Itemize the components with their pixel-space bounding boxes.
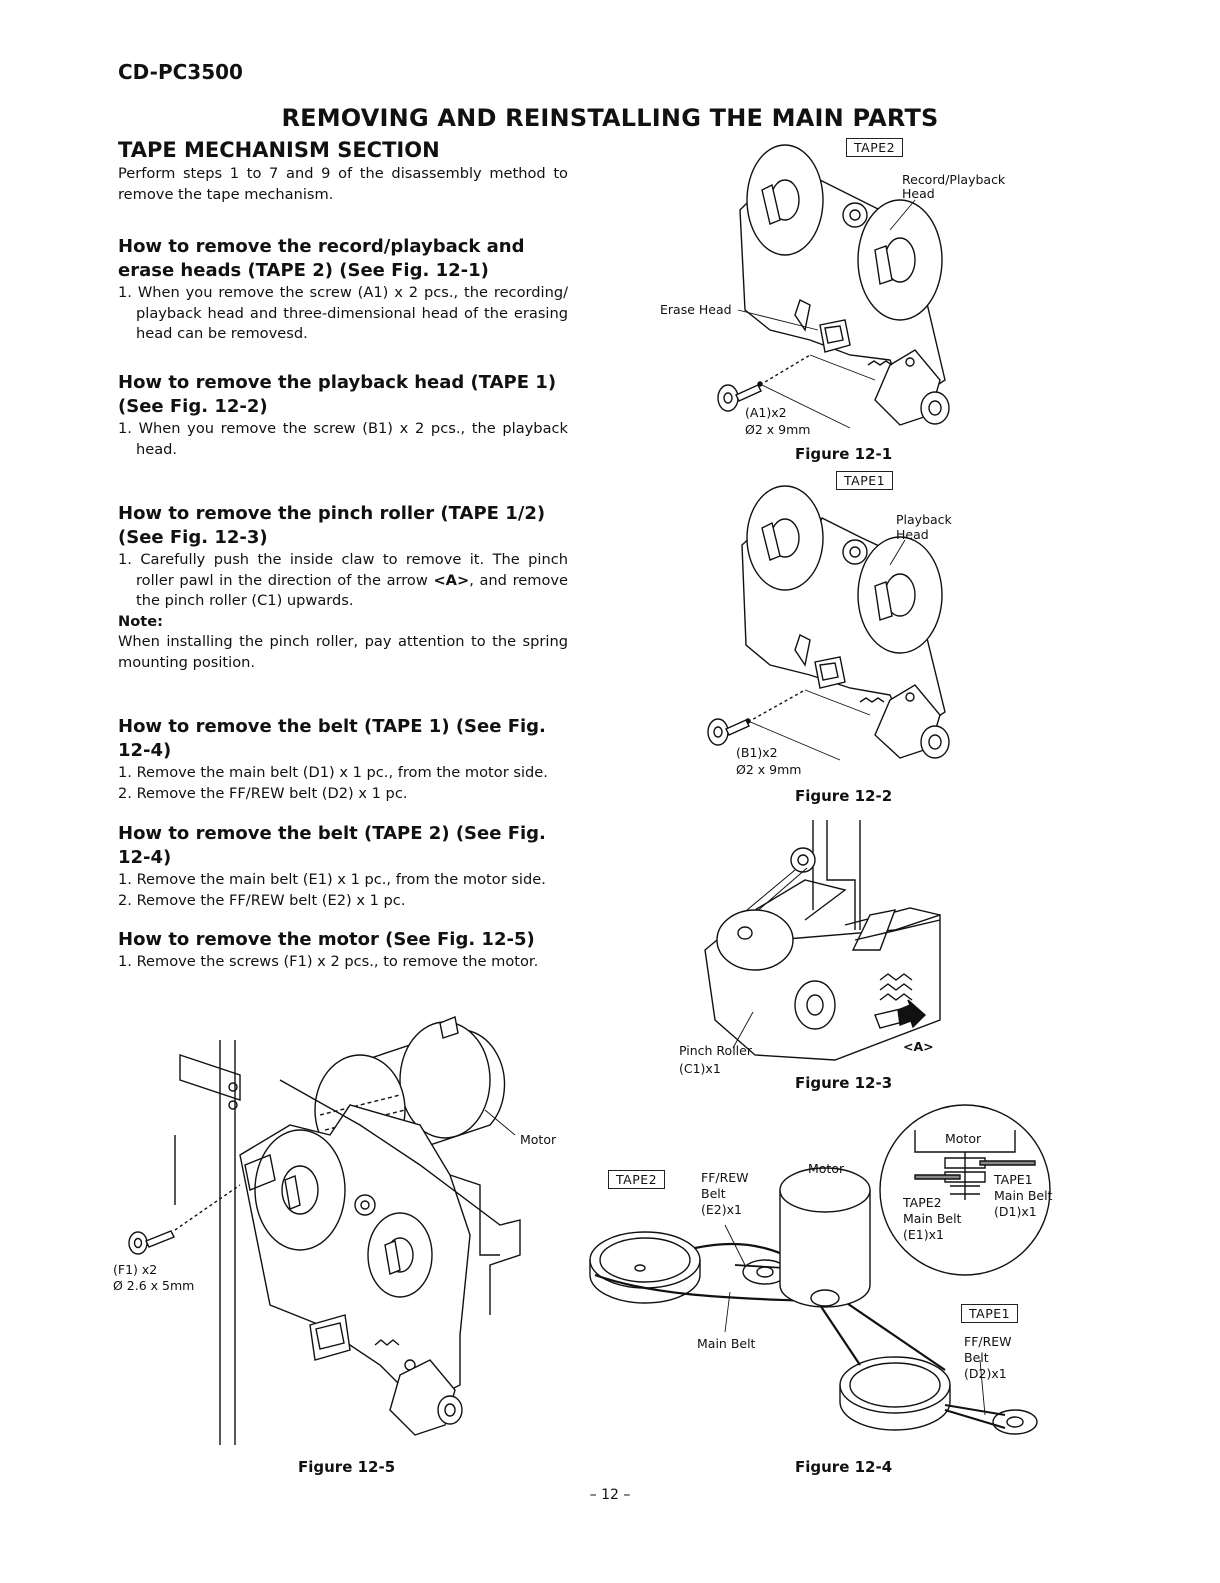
procedure-step: 2. Remove the FF/REW belt (E2) x 1 pc. — [118, 891, 406, 909]
label-pinch-roller-qty: (C1)x1 — [679, 1061, 721, 1076]
label-pinch-roller: Pinch Roller — [679, 1043, 752, 1058]
note-text: When installing the pinch roller, pay at… — [118, 633, 568, 671]
label-main-belt: Main Belt — [697, 1336, 756, 1351]
procedure-title: How to remove the playback head (TAPE 1)… — [118, 372, 557, 417]
label-screw-size: Ø 2.6 x 5mm — [113, 1278, 195, 1293]
section-intro: Perform steps 1 to 7 and 9 of the disass… — [118, 165, 568, 203]
label-motor: Motor — [520, 1132, 557, 1147]
note-label: Note: — [118, 612, 163, 630]
procedure-step: 1. When you remove the screw (B1) x 2 pc… — [118, 420, 568, 458]
label-playback-head: Playback — [896, 512, 952, 527]
procedure-step: 1. Remove the main belt (E1) x 1 pc., fr… — [118, 871, 546, 888]
label-ffrew-belt-e2: FF/REW — [701, 1170, 749, 1185]
page-number: – 12 – — [589, 1487, 631, 1503]
label-screw-b1: (B1)x2 — [736, 745, 778, 760]
label-screw-f1: (F1) x2 — [113, 1262, 158, 1277]
label-arrow-a: <A> — [903, 1039, 934, 1054]
label-inset-main-belt: Main Belt — [994, 1188, 1053, 1203]
label-head: Head — [902, 186, 935, 201]
figure-12-5-drawing — [120, 1005, 540, 1445]
label-inset-tape2: TAPE2 — [903, 1195, 942, 1210]
label-erase-head: Erase Head — [660, 302, 732, 317]
section-title: TAPE MECHANISM SECTION — [118, 138, 440, 162]
procedure-motor: How to remove the motor (See Fig. 12-5) … — [118, 928, 568, 973]
label-belt: Belt — [701, 1186, 726, 1201]
label-belt-qty: (E2)x1 — [701, 1202, 742, 1217]
step-text: , and remove the pinch roller (C1) upwar… — [136, 571, 568, 610]
label-ffrew-belt-d2: FF/REW — [964, 1334, 1012, 1349]
label-screw-a1: (A1)x2 — [745, 405, 787, 420]
label-belt: Belt — [964, 1350, 989, 1365]
figure-12-3-drawing — [695, 820, 955, 1070]
procedure-title: How to remove the belt (TAPE 1) (See Fig… — [118, 716, 546, 761]
procedure-belt-tape2: How to remove the belt (TAPE 2) (See Fig… — [118, 822, 568, 911]
label-head: Head — [896, 527, 929, 542]
procedure-step: 1. Remove the main belt (D1) x 1 pc., fr… — [118, 764, 548, 781]
figure-caption: Figure 12-1 — [795, 445, 893, 463]
procedure-title: How to remove the belt (TAPE 2) (See Fig… — [118, 823, 546, 868]
figure-12-2-drawing — [700, 490, 970, 780]
label-inset-motor: Motor — [945, 1131, 982, 1146]
label-inset-main-belt: Main Belt — [903, 1211, 962, 1226]
procedure-title: How to remove the record/playback and er… — [118, 236, 525, 281]
model-number: CD-PC3500 — [118, 60, 243, 84]
figure-12-4-drawing — [585, 1120, 1065, 1450]
tag-tape1: TAPE1 — [836, 471, 894, 490]
procedure-heads-tape2: How to remove the record/playback and er… — [118, 235, 568, 345]
label-inset-tape1: TAPE1 — [994, 1172, 1033, 1187]
figure-caption: Figure 12-2 — [795, 787, 893, 805]
figure-caption: Figure 12-3 — [795, 1074, 893, 1092]
tag-tape2: TAPE2 — [846, 138, 904, 157]
tag-tape1: TAPE1 — [961, 1304, 1019, 1323]
procedure-head-tape1: How to remove the playback head (TAPE 1)… — [118, 371, 568, 460]
label-record-playback-head: Record/Playback — [902, 172, 1006, 187]
procedure-belt-tape1: How to remove the belt (TAPE 1) (See Fig… — [118, 715, 568, 804]
tag-tape2: TAPE2 — [608, 1170, 666, 1189]
label-belt-qty: (D2)x1 — [964, 1366, 1007, 1381]
label-screw-size: Ø2 x 9mm — [736, 762, 802, 777]
procedure-title: How to remove the pinch roller (TAPE 1/2… — [118, 503, 546, 548]
label-inset-e1: (E1)x1 — [903, 1227, 944, 1242]
page-title: REMOVING AND REINSTALLING THE MAIN PARTS — [281, 104, 939, 132]
arrow-reference: <A> — [433, 571, 470, 589]
procedure-step: 1. Carefully push the inside claw to rem… — [118, 550, 568, 612]
procedure-pinch-roller: How to remove the pinch roller (TAPE 1/2… — [118, 502, 568, 673]
procedure-title: How to remove the motor (See Fig. 12-5) — [118, 929, 535, 950]
procedure-step: 1. Remove the screws (F1) x 2 pcs., to r… — [118, 953, 539, 970]
figure-caption: Figure 12-4 — [795, 1458, 893, 1476]
label-inset-d1: (D1)x1 — [994, 1204, 1037, 1219]
procedure-step: 1. When you remove the screw (A1) x 2 pc… — [118, 284, 568, 342]
label-motor: Motor — [808, 1161, 845, 1176]
figure-caption: Figure 12-5 — [298, 1458, 396, 1476]
procedure-step: 2. Remove the FF/REW belt (D2) x 1 pc. — [118, 784, 408, 802]
figure-12-1-drawing — [700, 140, 970, 450]
step-text: 1. Carefully push the inside claw to rem… — [118, 551, 568, 589]
label-screw-size: Ø2 x 9mm — [745, 422, 811, 437]
